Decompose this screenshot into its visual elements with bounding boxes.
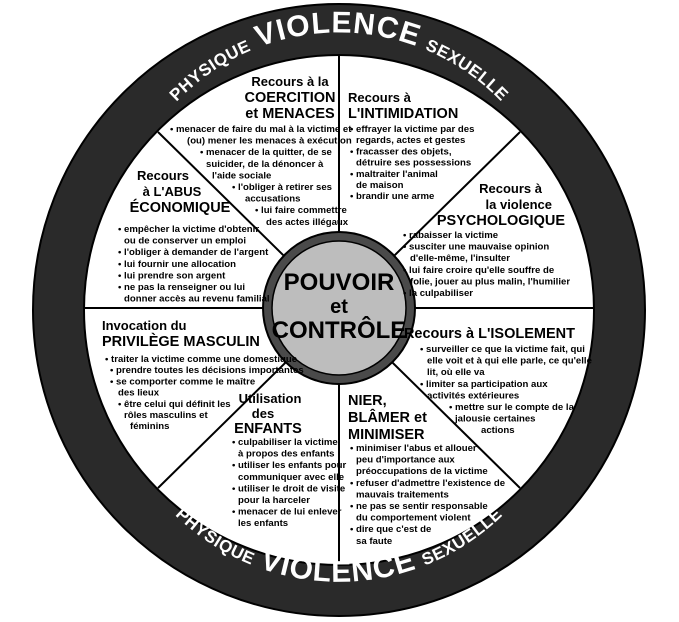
- segment-title-line: la violence: [486, 197, 552, 212]
- segment-bullet-line: • mettre sur le compte de la: [449, 402, 575, 413]
- segment-bullet-line: activités extérieures: [427, 390, 519, 401]
- segment-bullet-line: suicider, de la dénoncer à: [206, 159, 324, 170]
- segment-bullet-line: lit, où elle va: [427, 367, 485, 378]
- segment-bullet-line: • fracasser des objets,: [350, 146, 452, 157]
- segment-title-line: ENFANTS: [234, 421, 302, 437]
- segment-bullet-line: • maltraiter l'animal: [350, 169, 438, 180]
- segment-title-line: et MENACES: [245, 106, 335, 122]
- segment-bullet-line: actions: [481, 425, 515, 436]
- segment-bullet-line: donner accès au revenu familial: [124, 294, 270, 305]
- segment-title-line: COERCITION: [244, 90, 335, 106]
- segment-bullet-line: féminins: [130, 421, 169, 432]
- segment-bullet-line: • l'obliger à demander de l'argent: [118, 247, 269, 258]
- hub-line3: CONTRÔLE: [272, 316, 407, 344]
- segment-bullet-line: • ne pas la renseigner ou lui: [118, 282, 245, 293]
- segment-intimidation: Recours àL'INTIMIDATION • effrayer la vic…: [348, 90, 474, 202]
- segment-bullet-line: • lui faire commettre: [255, 205, 347, 216]
- segment-bullet-line: détruire ses possessions: [356, 158, 471, 169]
- segment-title-line: MINIMISER: [348, 427, 425, 443]
- segment-bullet-line: elle voit et à qui elle parle, ce qu'ell…: [427, 356, 592, 367]
- segment-bullet-line: folie, jouer au plus malin, l'humilier: [410, 276, 570, 287]
- segment-title-line: PRIVILÈGE MASCULIN: [102, 333, 260, 350]
- segment-bullet-line: • prendre toutes les décisions important…: [110, 365, 304, 376]
- segment-bullet-line: • susciter une mauvaise opinion: [403, 242, 549, 253]
- segment-title-line: Recours à L'ISOLEMENT: [404, 326, 575, 342]
- segment-bullet-line: • l'obliger à retirer ses: [232, 182, 332, 193]
- segment-bullet-line: • brandir une arme: [350, 191, 434, 202]
- segment-bullet-line: • se comporter comme le maître: [110, 376, 255, 387]
- segment-bullet-line: des lieux: [118, 388, 160, 399]
- segment-bullet-line: • lui fournir une allocation: [118, 259, 236, 270]
- segment-title-line: Recours: [137, 168, 189, 183]
- segment-title-line: Recours à: [479, 181, 543, 196]
- segment-bullet-line: • lui prendre son argent: [118, 270, 226, 281]
- segment-bullet-line: peu d'importance aux: [356, 455, 455, 466]
- segment-bullet-line: • lui faire croire qu'elle souffre de: [403, 265, 554, 276]
- segment-bullet-line: • menacer de lui enlever: [232, 507, 342, 518]
- segment-bullet-line: • empêcher la victime d'obtenir: [118, 224, 259, 235]
- segment-bullet-line: mauvais traitements: [356, 489, 449, 500]
- segment-bullet-line: • rabaisser la victime: [403, 230, 498, 241]
- segment-title-line: des: [252, 406, 274, 421]
- hub-line1: POUVOIR: [284, 269, 395, 296]
- segment-bullet-line: • utiliser les enfants pour: [232, 460, 347, 471]
- segment-bullet-line: (ou) mener les menaces à exécution: [187, 136, 352, 147]
- hub-line2: et: [330, 296, 348, 318]
- segment-bullet-line: • menacer de la quitter, de se: [200, 147, 332, 158]
- segment-title-line: NIER,: [348, 393, 387, 409]
- segment-bullet-line: les enfants: [238, 518, 288, 529]
- segment-title-line: L'INTIMIDATION: [348, 106, 458, 122]
- segment-bullet-line: l'aide sociale: [212, 170, 271, 181]
- segment-bullet-line: de maison: [356, 180, 404, 191]
- segment-title-line: PSYCHOLOGIQUE: [437, 213, 565, 229]
- segment-bullet-line: • être celui qui définit les: [118, 399, 231, 410]
- segment-title-line: Invocation du: [102, 318, 187, 333]
- segment-bullet-line: • dire que c'est de: [350, 524, 431, 535]
- segment-bullet-line: • culpabiliser la victime: [232, 437, 338, 448]
- segment-bullet-line: à propos des enfants: [238, 449, 335, 460]
- segment-bullet-line: • surveiller ce que la victime fait, qui: [420, 344, 585, 355]
- segment-bullet-line: • refuser d'admettre l'existence de: [350, 478, 505, 489]
- segment-title-line: à L'ABUS: [143, 184, 202, 199]
- segment-bullet-line: pour la harceler: [238, 495, 310, 506]
- segment-title-line: Utilisation: [239, 391, 302, 406]
- segment-bullet-line: d'elle-même, l'insulter: [410, 253, 510, 264]
- segment-bullet-line: • effrayer la victime par des: [350, 124, 474, 135]
- segment-bullet-line: • la culpabiliser: [403, 288, 473, 299]
- segment-title-line: BLÂMER et: [348, 408, 427, 426]
- segment-title-line: ÉCONOMIQUE: [130, 199, 231, 216]
- segment-bullet-line: jalousie certaines: [454, 414, 536, 425]
- segment-isolation: Recours à L'ISOLEMENT • surveiller ce que…: [404, 326, 592, 436]
- segment-bullet-line: sa faute: [356, 536, 392, 547]
- segment-bullet-line: du comportement violent: [356, 513, 471, 524]
- segment-bullet-line: • limiter sa participation aux: [420, 379, 548, 390]
- segment-bullet-line: rôles masculins et: [124, 410, 209, 421]
- segment-bullet-line: communiquer avec elle: [238, 472, 344, 483]
- segment-bullet-line: • utiliser le droit de visite: [232, 483, 345, 494]
- segment-title-line: Recours à: [348, 90, 412, 105]
- segment-bullet-line: ou de conserver un emploi: [124, 236, 246, 247]
- segment-bullet-line: des actes illégaux: [266, 217, 349, 228]
- segment-bullet-line: • menacer de faire du mal à la victime e…: [170, 124, 352, 135]
- segment-bullet-line: • traiter la victime comme une domestiqu…: [105, 354, 297, 365]
- hub: [271, 240, 407, 376]
- segment-title-line: Recours à la: [251, 74, 329, 89]
- segment-bullet-line: accusations: [245, 194, 300, 205]
- segment-bullet-line: • minimiser l'abus et allouer: [350, 443, 477, 454]
- segment-bullet-line: préoccupations de la victime: [356, 466, 488, 477]
- segment-bullet-line: regards, actes et gestes: [356, 135, 465, 146]
- segment-bullet-line: • ne pas se sentir responsable: [350, 501, 488, 512]
